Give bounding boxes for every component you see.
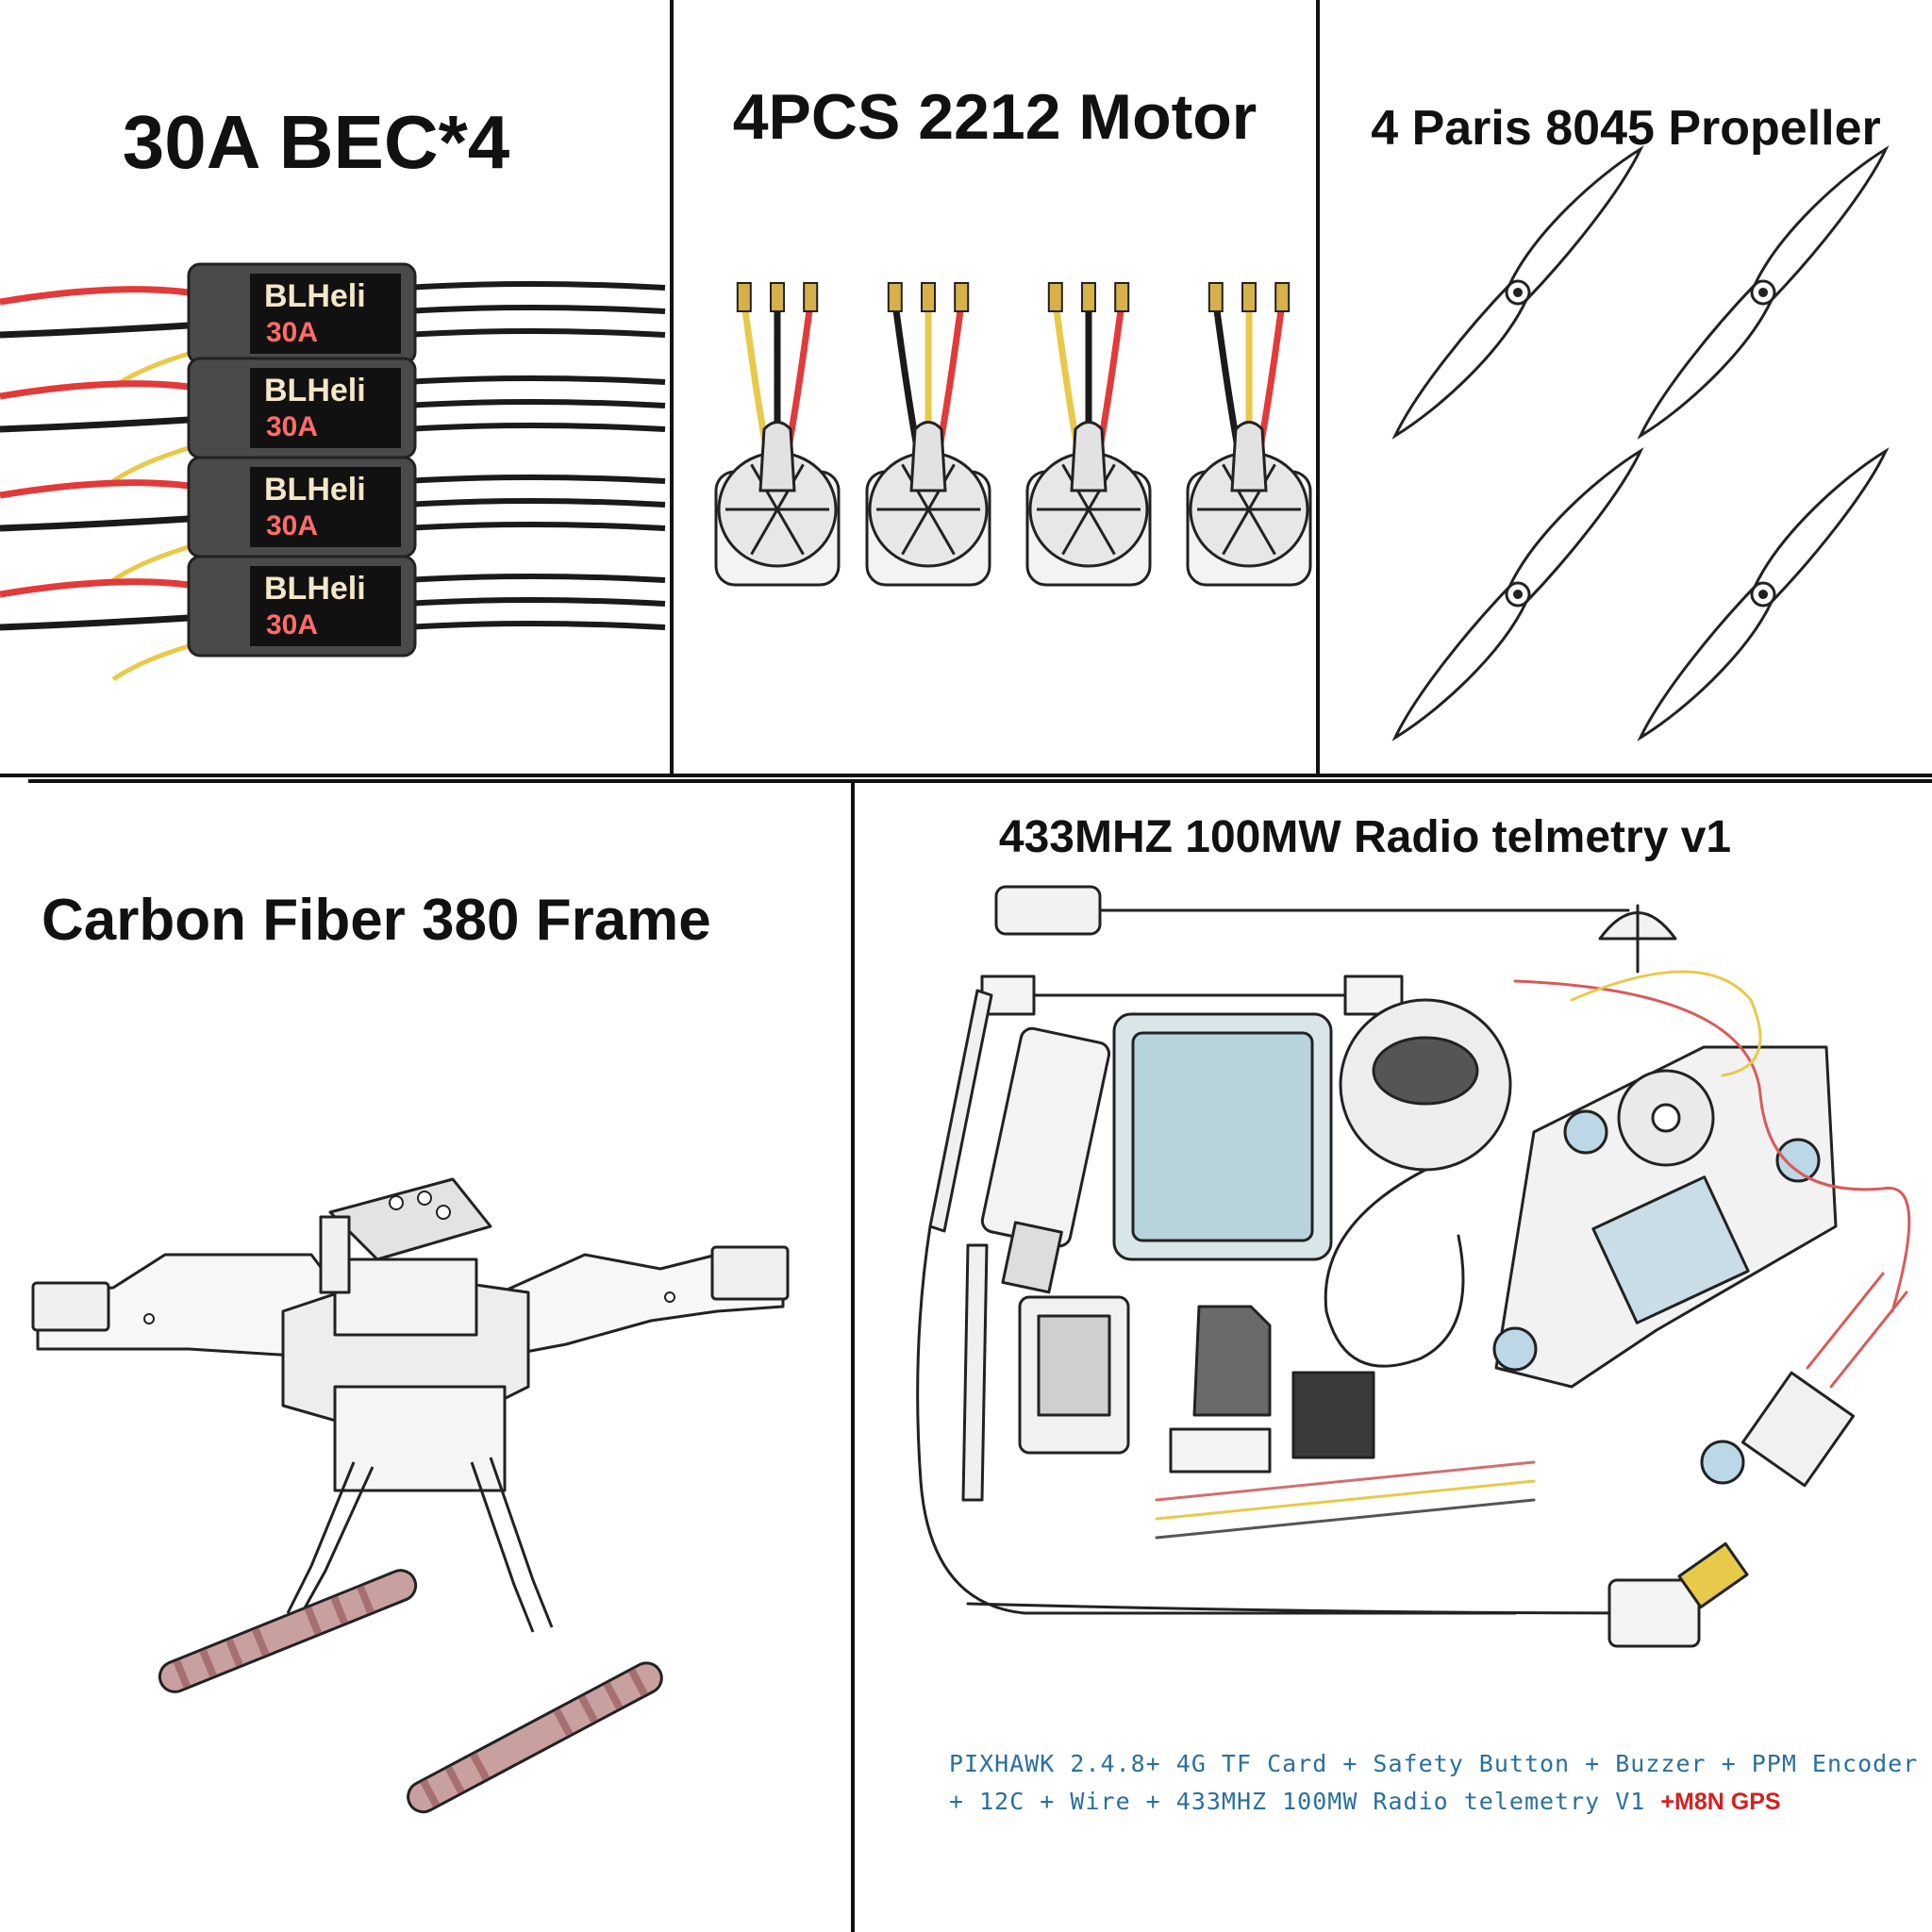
caption-line-2-text: + 12C + Wire + 433MHZ 100MW Radio teleme… [949, 1788, 1646, 1815]
motor-unit [714, 282, 841, 587]
esc-title: 30A BEC*4 [122, 100, 510, 184]
frame-landing-leg-right-inner [489, 1457, 554, 1628]
frame-mount-hole [436, 1205, 451, 1220]
telemetry-antenna-connector [994, 885, 1102, 936]
power-module [1740, 1371, 1856, 1488]
esc-label-panel [250, 274, 401, 354]
caption-line-1: PIXHAWK 2.4.8+ 4G TF Card + Safety Butto… [949, 1750, 1919, 1777]
frame-motor-mount-left [31, 1281, 110, 1332]
esc-rating-label: 30A [266, 510, 318, 541]
frame-top-plate [328, 1177, 492, 1261]
divider-vertical-top-right [1316, 0, 1320, 775]
telemetry-wire-harness [1155, 1460, 1536, 1502]
frame-motor-mount-right [710, 1245, 790, 1301]
motor-shaft [1230, 421, 1268, 492]
frame-skid-texture [173, 1585, 649, 1808]
esc-rating-label: 30A [266, 609, 318, 641]
telemetry-caption: PIXHAWK 2.4.8+ 4G TF Card + Safety Butto… [949, 1745, 1918, 1821]
frame-landing-leg-left [286, 1461, 356, 1614]
telemetry-otg-connector [1607, 1578, 1701, 1648]
safety-button [1169, 1427, 1272, 1474]
xt60-connector [1677, 1541, 1749, 1609]
esc-brand-label: BLHeli [264, 278, 366, 314]
frame-mount-hole [389, 1195, 404, 1210]
telemetry-usb-radio [980, 1026, 1111, 1248]
frame-arm-right [489, 1253, 785, 1360]
power-module-cable [1806, 1272, 1908, 1389]
esc-brand-label: BLHeli [264, 571, 366, 607]
motor-shaft [1070, 421, 1108, 492]
frame-landing-skid-left [158, 1569, 418, 1693]
frame-illustration [31, 1177, 790, 1814]
esc-label-panel [250, 467, 401, 547]
frame-mount-hole [143, 1313, 155, 1324]
frame-mount-hole [664, 1291, 675, 1303]
telemetry-red-wire-loop [1513, 979, 1911, 1313]
telemetry-usb-plug [1001, 1221, 1063, 1294]
esc-label-panel [250, 566, 401, 646]
frame-title: Carbon Fiber 380 Frame [42, 888, 711, 953]
frame-landing-skid-right [407, 1661, 663, 1814]
i2c-board [1291, 1371, 1375, 1459]
propeller [1391, 145, 1644, 440]
esc-label-panel [250, 368, 401, 448]
telemetry-antenna-left-top [928, 989, 993, 1233]
propeller-illustration [1391, 145, 1890, 741]
motor-shaft [758, 421, 796, 492]
divider-horizontal-middle [28, 779, 1932, 783]
motor-unit [1186, 282, 1312, 587]
caption-line-2: + 12C + Wire + 433MHZ 100MW Radio teleme… [949, 1783, 1918, 1821]
tf-card [1192, 1305, 1272, 1417]
propeller [1637, 447, 1890, 741]
motor-title: 4PCS 2212 Motor [732, 81, 1257, 153]
frame-stack-box [333, 1257, 478, 1337]
divider-horizontal-top [0, 774, 1932, 777]
motor-unit [1025, 282, 1152, 587]
telemetry-illustration [916, 885, 1911, 1648]
caption-gps-highlight: +M8N GPS [1660, 1789, 1781, 1815]
frame-mount-hole [417, 1191, 432, 1206]
esc-brand-label: BLHeli [264, 472, 366, 508]
telemetry-panel: 433MHZ 100MW Radio telmetry v1 [855, 783, 1932, 1932]
motor-unit [865, 282, 991, 587]
motor-shaft [909, 421, 947, 492]
frame-panel: Carbon Fiber 380 Frame [0, 783, 851, 1932]
frame-battery-box [333, 1385, 507, 1492]
esc-rating-label: 30A [266, 317, 318, 348]
divider-vertical-top-left [670, 0, 674, 775]
frame-gps-mast [319, 1215, 351, 1294]
frame-landing-leg-right [470, 1461, 535, 1633]
esc-rating-label: 30A [266, 411, 318, 442]
frame-landing-leg-left-inner [300, 1466, 375, 1614]
divider-vertical-bottom [851, 779, 855, 1932]
telemetry-title: 433MHZ 100MW Radio telmetry v1 [998, 812, 1732, 862]
propeller [1637, 145, 1890, 440]
motor-illustration [714, 282, 1312, 587]
propeller-panel: 4 Paris 8045 Propeller [1320, 0, 1932, 774]
esc-brand-label: BLHeli [264, 373, 366, 408]
motor-panel: 4PCS 2212 Motor [674, 0, 1316, 774]
telemetry-antenna-left-bottom [961, 1243, 989, 1502]
propeller-title: 4 Paris 8045 Propeller [1371, 101, 1881, 156]
propeller [1391, 447, 1644, 741]
